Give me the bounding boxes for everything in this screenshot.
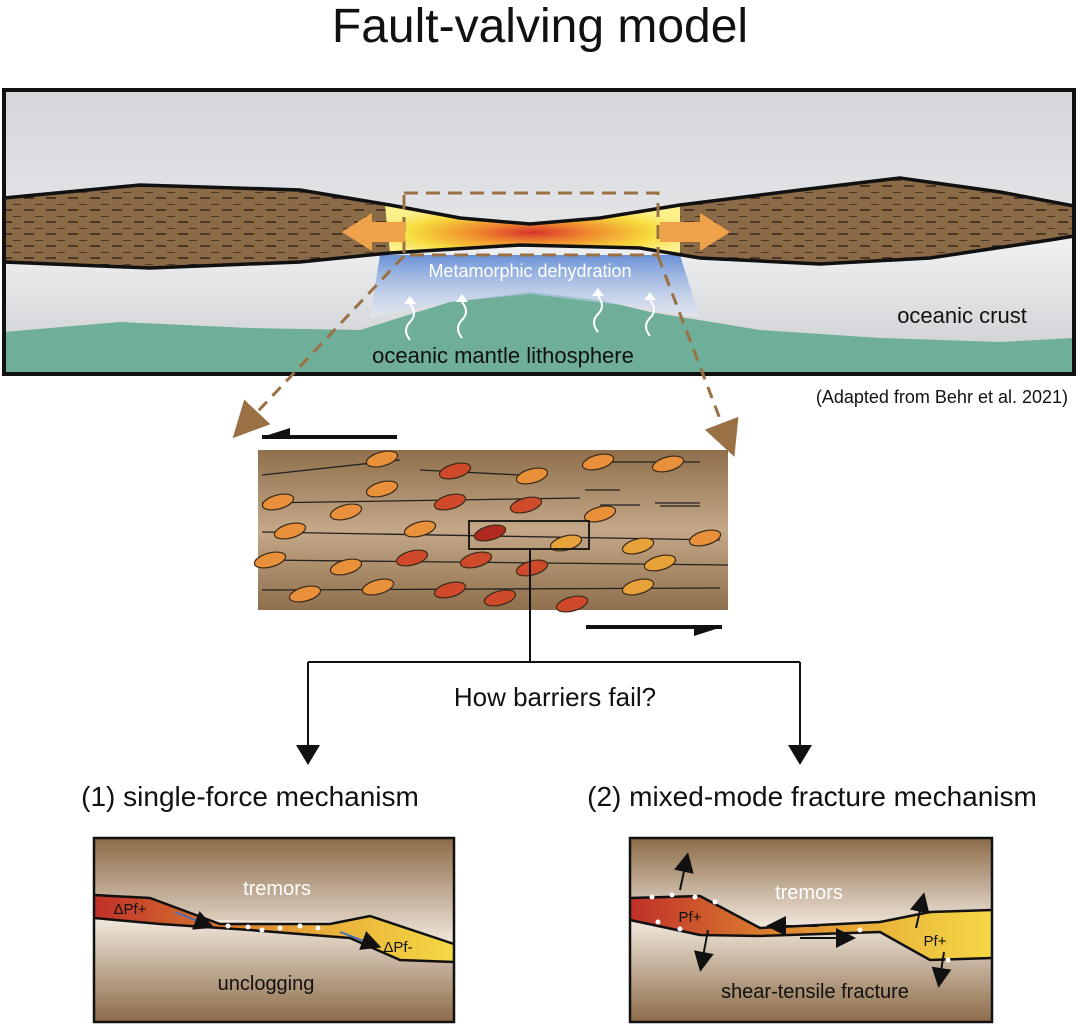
delta-pf-minus-label: ΔPf-	[383, 939, 412, 956]
tremors-label-2: tremors	[775, 882, 843, 904]
top-cross-section: Metamorphic dehydration oceanic crust oc…	[2, 88, 1076, 376]
zoom-arrow-right	[656, 255, 739, 457]
arrowhead-left	[296, 745, 320, 765]
unclogging-label: unclogging	[218, 973, 315, 995]
crust-label: oceanic crust	[897, 303, 1027, 328]
mechanism-2-panel: tremors shear-tensile fracture Pf+ Pf+	[628, 836, 994, 1024]
right-migration-arrow	[660, 213, 730, 251]
pf-plus-right-label: Pf+	[924, 933, 947, 950]
tremors-label-1: tremors	[243, 878, 311, 900]
left-migration-arrow	[342, 213, 405, 251]
metamorphic-dehydration-zone	[370, 255, 700, 318]
question-label: How barriers fail?	[454, 682, 656, 712]
citation: (Adapted from Behr et al. 2021)	[816, 387, 1068, 407]
mechanism-1-heading: (1) single-force mechanism	[81, 781, 419, 812]
mantle-label: oceanic mantle lithosphere	[372, 343, 634, 368]
zoomed-shear-zone	[253, 428, 729, 636]
pf-plus-left-label: Pf+	[679, 909, 702, 926]
oceanic-mantle-layer	[4, 292, 1074, 374]
fluid-flow-arrows	[405, 295, 655, 341]
fluid-lenses	[253, 450, 722, 613]
mechanism-1-panel: tremors unclogging ΔPf+ ΔPf-	[92, 836, 456, 1024]
delta-pf-plus-label: ΔPf+	[114, 901, 147, 918]
dehydration-label: Metamorphic dehydration	[428, 261, 631, 281]
branch-connector	[307, 549, 801, 745]
shear-tensile-label: shear-tensile fracture	[721, 981, 909, 1003]
tremor-stars-2	[649, 892, 951, 963]
arrowhead-right	[788, 745, 812, 765]
tremor-stars-1	[225, 923, 321, 933]
diagram-title: Fault-valving model	[332, 0, 748, 53]
mechanism-2-heading: (2) mixed-mode fracture mechanism	[587, 781, 1037, 812]
